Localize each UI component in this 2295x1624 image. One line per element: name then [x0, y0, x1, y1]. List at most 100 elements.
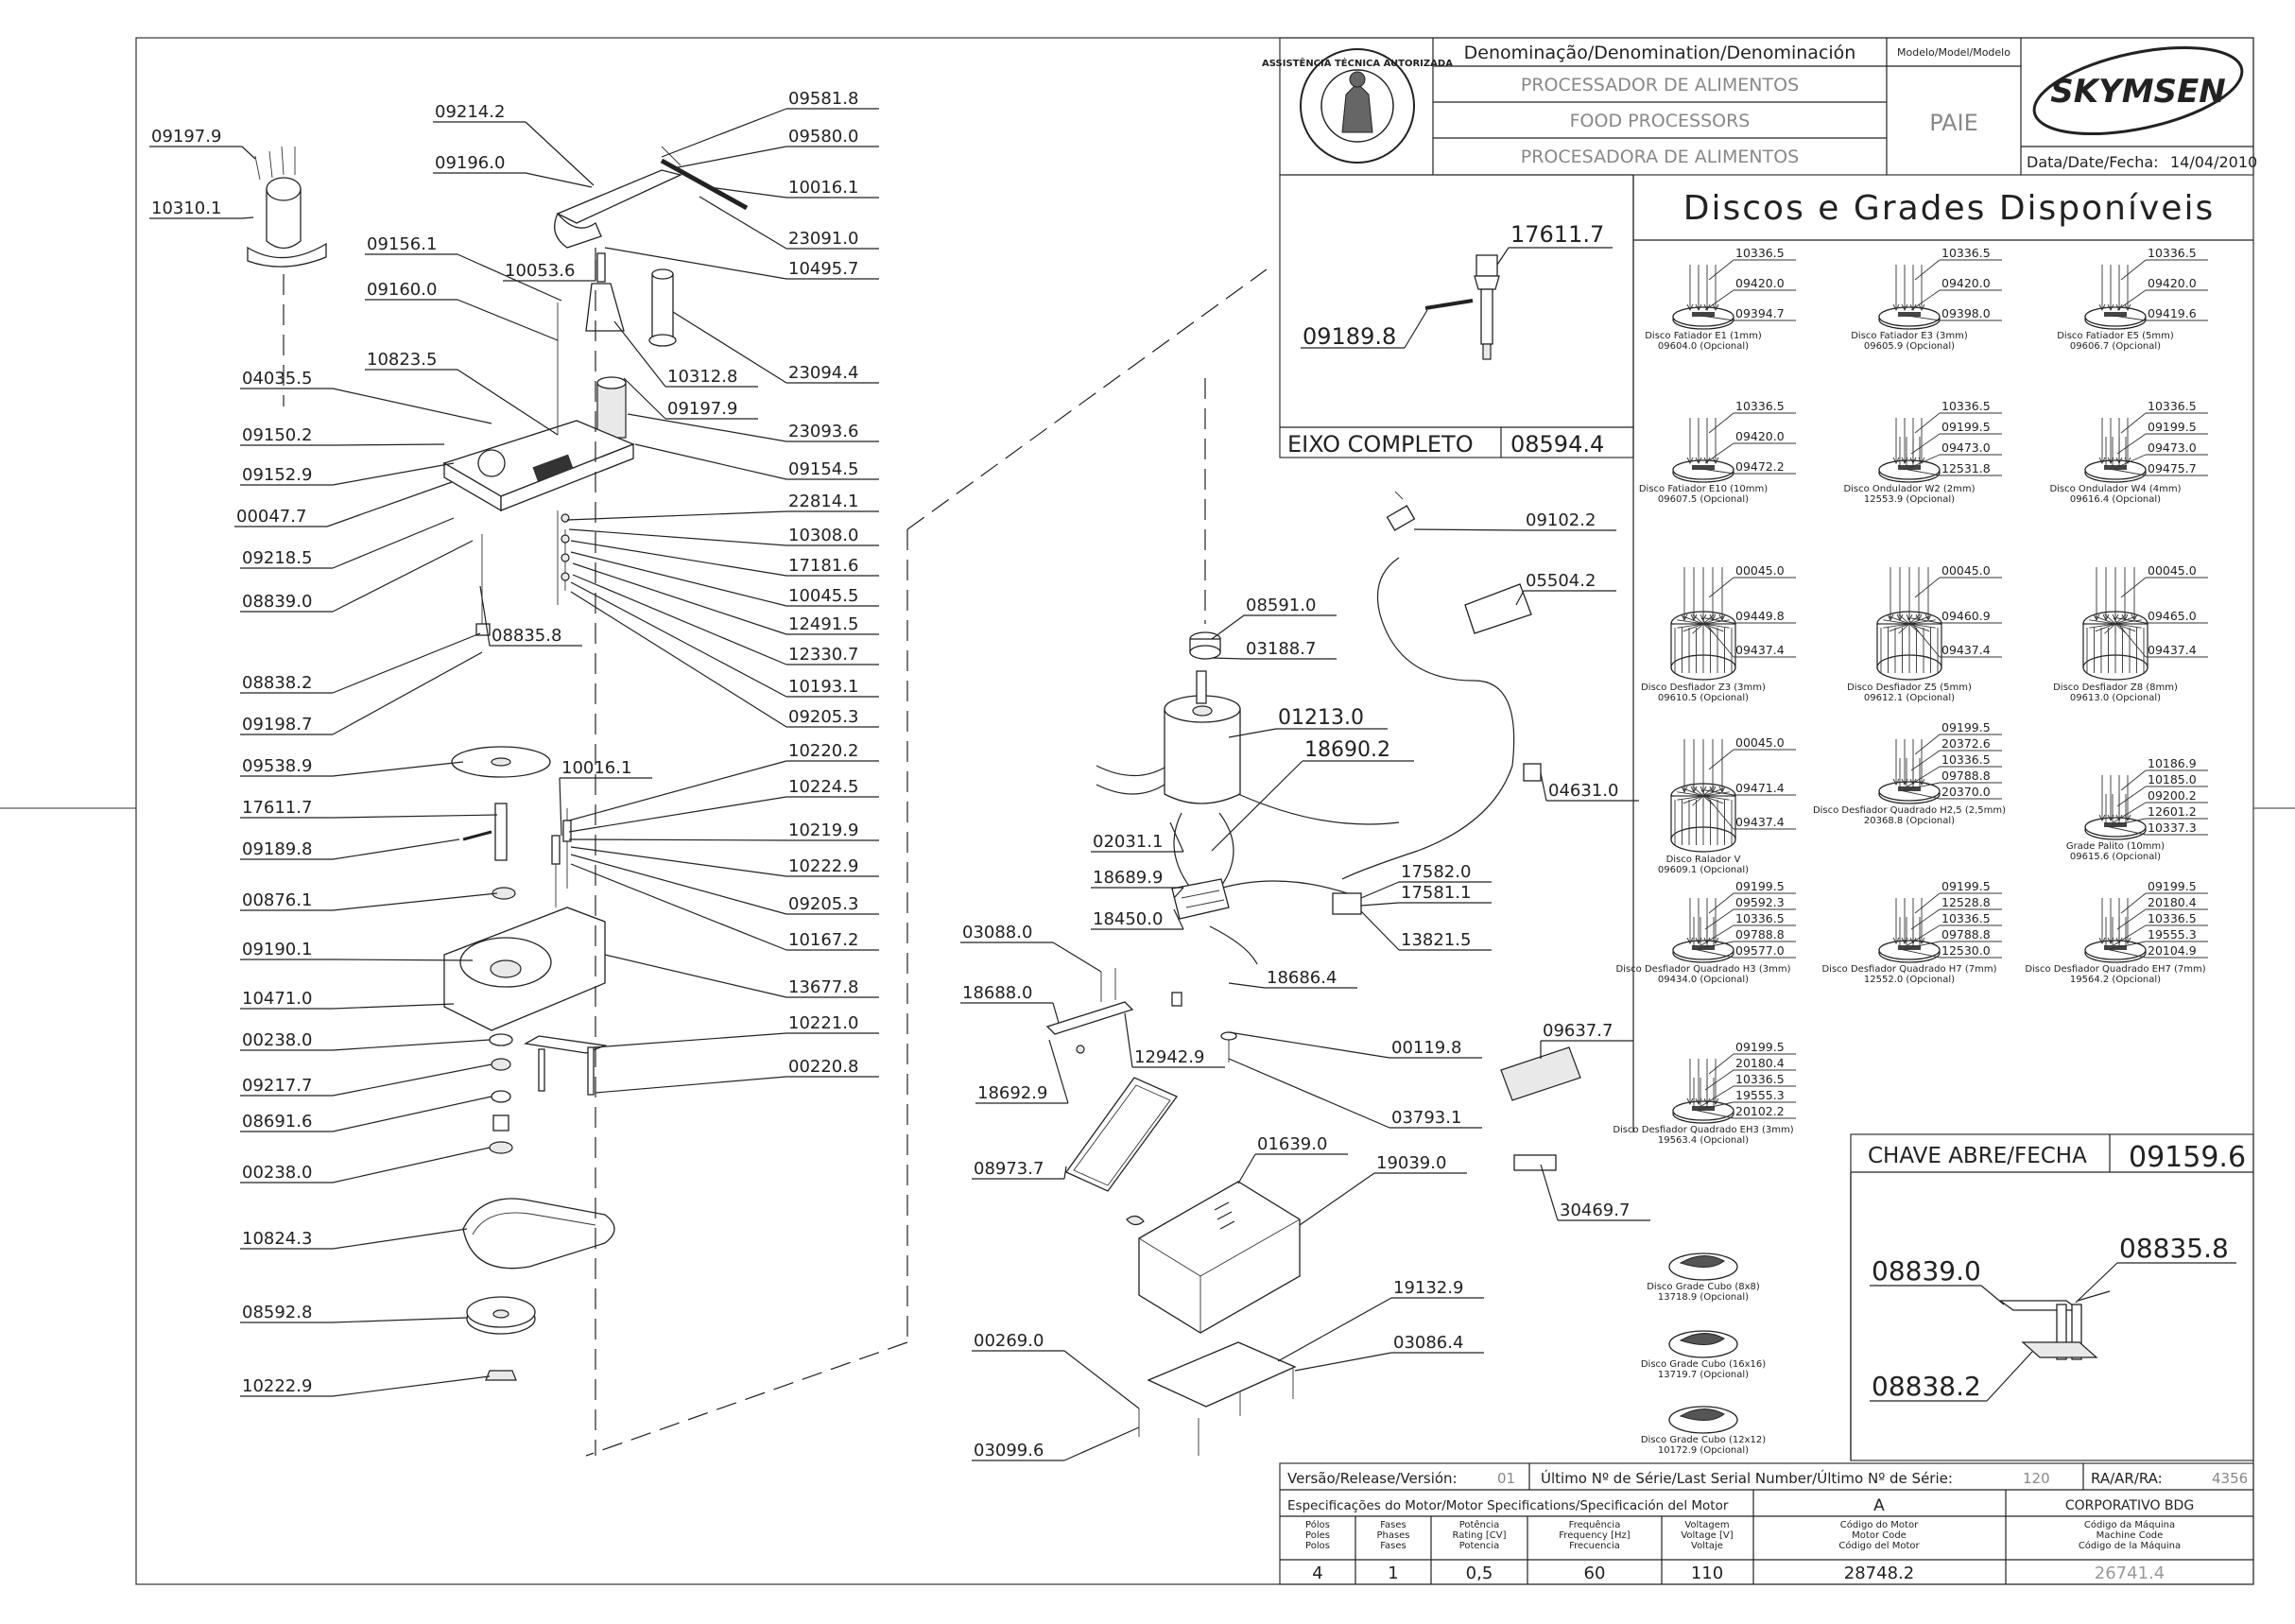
disc-part-number: 09465.0 [2148, 609, 2197, 623]
footer-value: 60 [1584, 1564, 1606, 1583]
part-label: 08973.7 [972, 1159, 1067, 1180]
motor-letter: A [1873, 1496, 1885, 1515]
part-number: 09156.1 [367, 234, 437, 254]
part-number: 30469.7 [1560, 1201, 1630, 1220]
part-label: 18450.0 [1091, 908, 1184, 930]
part-number: 09581.8 [788, 89, 858, 109]
version-value: 01 [1497, 1470, 1515, 1487]
part-number: 00238.0 [242, 1030, 312, 1050]
part-number: 00047.7 [236, 507, 306, 527]
svg-text:17611.7: 17611.7 [1510, 221, 1604, 248]
part-number: 03099.6 [974, 1441, 1044, 1460]
footer-col-header: Voltage [V] [1681, 1530, 1733, 1541]
part-label: 09102.2 [1413, 510, 1616, 531]
disc-code: 12552.0 (Opcional) [1864, 975, 1955, 985]
disc-name: Disco Fatiador E5 (5mm) [2057, 331, 2174, 341]
footer-col-header: Código del Motor [1838, 1540, 1920, 1551]
part-number: 09217.7 [242, 1076, 312, 1096]
disc-name: Grade Palito (10mm) [2066, 841, 2165, 852]
disc-part-number: 10336.5 [2148, 911, 2197, 925]
part-label: 22814.1 [566, 492, 879, 521]
part-number: 09538.9 [242, 756, 312, 776]
disc-name: Disco Desfiador Z5 (5mm) [1847, 682, 1972, 693]
serial-label: Último Nº de Série/Last Serial Number/Úl… [1541, 1469, 1953, 1487]
disc-part-number: 09199.5 [2148, 420, 2197, 434]
part-number: 00238.0 [242, 1163, 312, 1183]
disc-item: Disco Grade Cubo (12x12)10172.9 (Opciona… [1641, 1406, 1766, 1456]
ra-value: 4356 [2212, 1470, 2248, 1487]
part-number: 10310.1 [151, 199, 221, 218]
version-label: Versão/Release/Versión: [1287, 1470, 1458, 1487]
part-number: 09214.2 [435, 102, 505, 122]
disc-code: 13719.7 (Opcional) [1658, 1370, 1749, 1380]
part-label: 18692.9 [975, 1039, 1069, 1104]
part-number: 08691.6 [242, 1112, 312, 1132]
part-label: 10308.0 [568, 526, 879, 546]
part-label: 17581.1 [1360, 883, 1492, 907]
part-number: 10308.0 [788, 526, 858, 545]
footer-col-header: Fases [1380, 1541, 1406, 1551]
part-number: 10219.9 [788, 821, 858, 840]
footer-col-header: Voltagem [1684, 1520, 1729, 1530]
disc-part-number: 09419.6 [2148, 306, 2197, 320]
motor-spec-label: Especificações do Motor/Motor Specificat… [1287, 1498, 1729, 1513]
part-label: 00238.0 [240, 1030, 491, 1051]
footer-specs-table: Versão/Release/Versión: 01 Último Nº de … [1279, 1462, 2254, 1585]
title-block: ASSISTÊNCIA TÉCNICA AUTORIZADA Denominaç… [1262, 37, 2257, 176]
part-number: 18686.4 [1267, 968, 1337, 988]
part-number: 10221.0 [788, 1013, 858, 1033]
part-label: 09217.7 [240, 1063, 492, 1097]
part-label: 00269.0 [972, 1331, 1140, 1409]
part-number: 13821.5 [1401, 930, 1471, 950]
disc-name: Disco Desfiador Quadrado H3 (3mm) [1615, 964, 1790, 975]
part-number: 12942.9 [1134, 1047, 1204, 1067]
disc-part-number: 10336.5 [2148, 399, 2197, 413]
part-label: 10016.1 [559, 758, 652, 837]
part-label: 09205.3 [570, 591, 879, 728]
part-label: 08839.0 [240, 540, 474, 613]
part-label: 09214.2 [433, 102, 595, 186]
part-label: 17582.0 [1360, 862, 1492, 899]
part-label: 03099.6 [972, 1426, 1140, 1461]
disc-part-number: 10336.5 [1735, 1072, 1785, 1086]
disc-part-number: 09592.3 [1735, 895, 1785, 909]
part-number: 18690.2 [1304, 738, 1390, 762]
part-number: 12491.5 [788, 614, 858, 634]
svg-text:08838.2: 08838.2 [1872, 1371, 1981, 1402]
part-number: 18688.0 [962, 983, 1032, 1003]
footer-col-header: Código de la Máquina [2079, 1540, 2181, 1551]
part-label: 00876.1 [240, 890, 498, 911]
part-number: 04631.0 [1548, 781, 1618, 801]
disc-part-number: 09420.0 [1735, 276, 1785, 290]
disc-part-number: 09471.4 [1735, 781, 1785, 795]
part-number: 17582.0 [1401, 862, 1471, 882]
part-number: 10193.1 [788, 677, 858, 697]
disc-part-number: 12531.8 [1941, 461, 1991, 475]
part-number: 09160.0 [367, 280, 437, 300]
part-label: 09538.9 [240, 756, 464, 777]
disc-name: Disco Desfiador Quadrado EH7 (7mm) [2025, 964, 2205, 975]
disc-item: Disco Grade Cubo (8x8)13718.9 (Opcional) [1647, 1253, 1760, 1303]
part-label: 09160.0 [365, 280, 559, 341]
part-label: 30469.7 [1540, 1164, 1650, 1221]
disc-code: 09610.5 (Opcional) [1658, 693, 1749, 703]
disc-name: Disco Grade Cubo (8x8) [1647, 1282, 1760, 1292]
part-label: 10221.0 [593, 1013, 879, 1048]
part-number: 04035.5 [242, 369, 312, 389]
part-number: 03088.0 [962, 923, 1032, 942]
disc-part-number: 09199.5 [1735, 1040, 1785, 1054]
sheet-border [135, 37, 2254, 1585]
part-number: 08835.8 [492, 626, 561, 646]
part-label: 03793.1 [1228, 1058, 1482, 1129]
part-label: 02031.1 [1091, 821, 1184, 853]
footer-col-header: Fases [1380, 1520, 1406, 1530]
disc-name: Disco Desfiador Quadrado H7 (7mm) [1821, 964, 1996, 975]
disc-part-number: 10336.5 [1941, 911, 1991, 925]
disc-part-number: 00045.0 [2148, 563, 2197, 578]
part-number: 17611.7 [242, 798, 312, 818]
svg-text:08839.0: 08839.0 [1872, 1255, 1981, 1287]
part-number: 03086.4 [1393, 1333, 1463, 1353]
part-number: 23093.6 [788, 422, 858, 441]
